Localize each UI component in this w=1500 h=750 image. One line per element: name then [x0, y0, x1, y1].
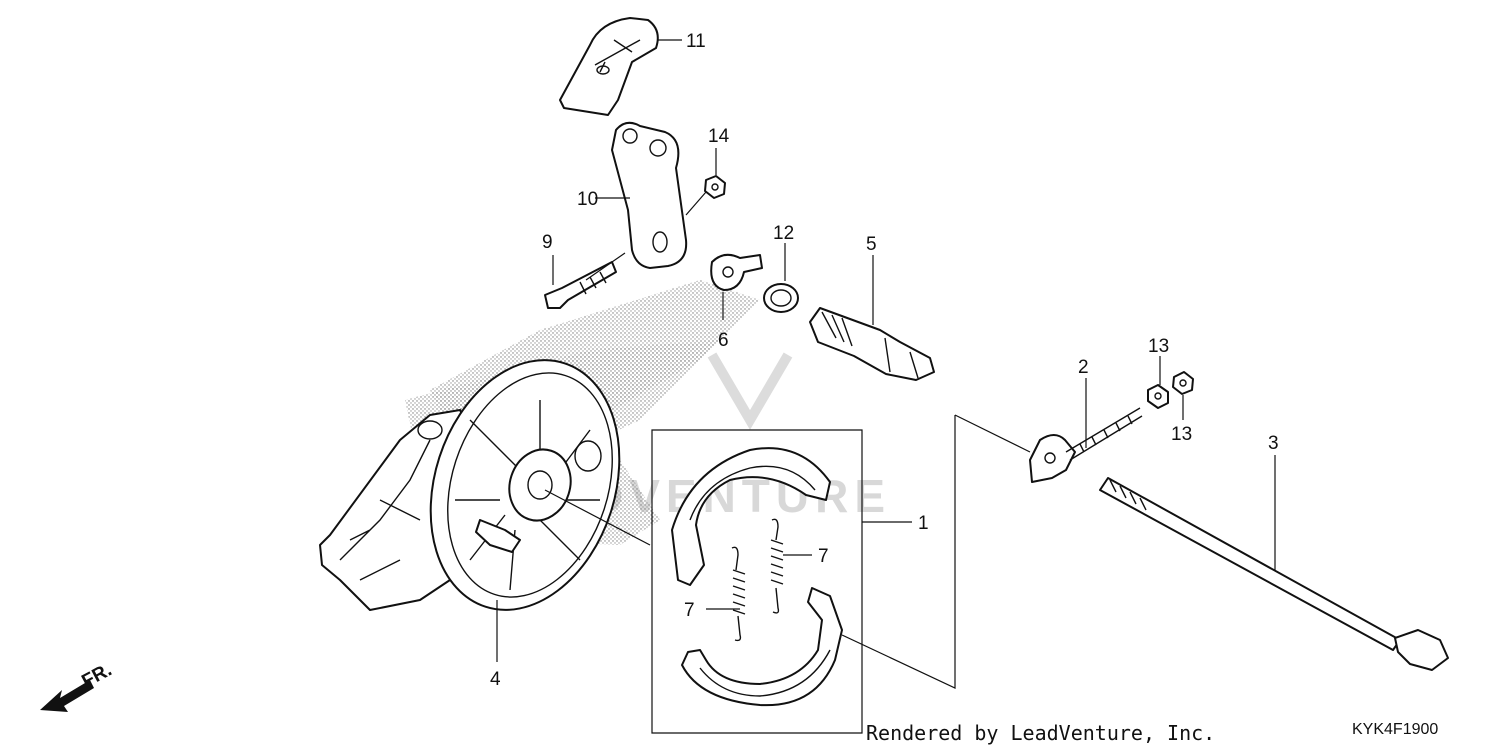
- callout-2: 2: [1078, 357, 1089, 378]
- diagram-code: KYK4F1900: [1352, 721, 1438, 738]
- callout-10: 12: [773, 223, 794, 244]
- callout-8: 10: [577, 189, 598, 210]
- front-arrow-icon: [40, 680, 94, 712]
- shoe-set-bracket: [651, 429, 863, 734]
- part-brake-panel: [319, 359, 621, 611]
- part-axle: [1099, 477, 1449, 671]
- callout-11: 13: [1148, 336, 1169, 357]
- part-spring-left: [731, 546, 746, 642]
- callout-6: 6: [718, 330, 729, 351]
- callout-9: 11: [686, 31, 706, 52]
- part-brake-arm: [611, 121, 688, 269]
- part-cover: [559, 17, 659, 116]
- callout-1: 1: [918, 513, 929, 534]
- part-spring-right: [770, 518, 784, 614]
- part-seal: [763, 283, 799, 313]
- part-nut-11: [1147, 384, 1169, 409]
- part-bolt: [544, 261, 617, 309]
- leader-lines: [496, 39, 1276, 689]
- callout-13: 13: [1171, 424, 1192, 445]
- part-brake-shoe-upper: [671, 447, 831, 586]
- callout-7-upper: 7: [818, 546, 829, 567]
- callout-7-lower: 7: [684, 600, 695, 621]
- part-indicator: [710, 253, 763, 291]
- callout-5: 5: [866, 234, 877, 255]
- callout-12: 14: [708, 126, 730, 147]
- render-credit: Rendered by LeadVenture, Inc.: [866, 721, 1215, 745]
- callout-3: 3: [1268, 433, 1279, 454]
- part-nut-13: [1172, 371, 1194, 395]
- part-brake-shoe-lower: [681, 587, 843, 707]
- part-adjuster: [1029, 407, 1143, 483]
- callout-4: 4: [490, 669, 501, 690]
- part-nut-12: [704, 175, 726, 199]
- part-cam: [809, 307, 935, 381]
- callout-14: 9: [542, 232, 553, 253]
